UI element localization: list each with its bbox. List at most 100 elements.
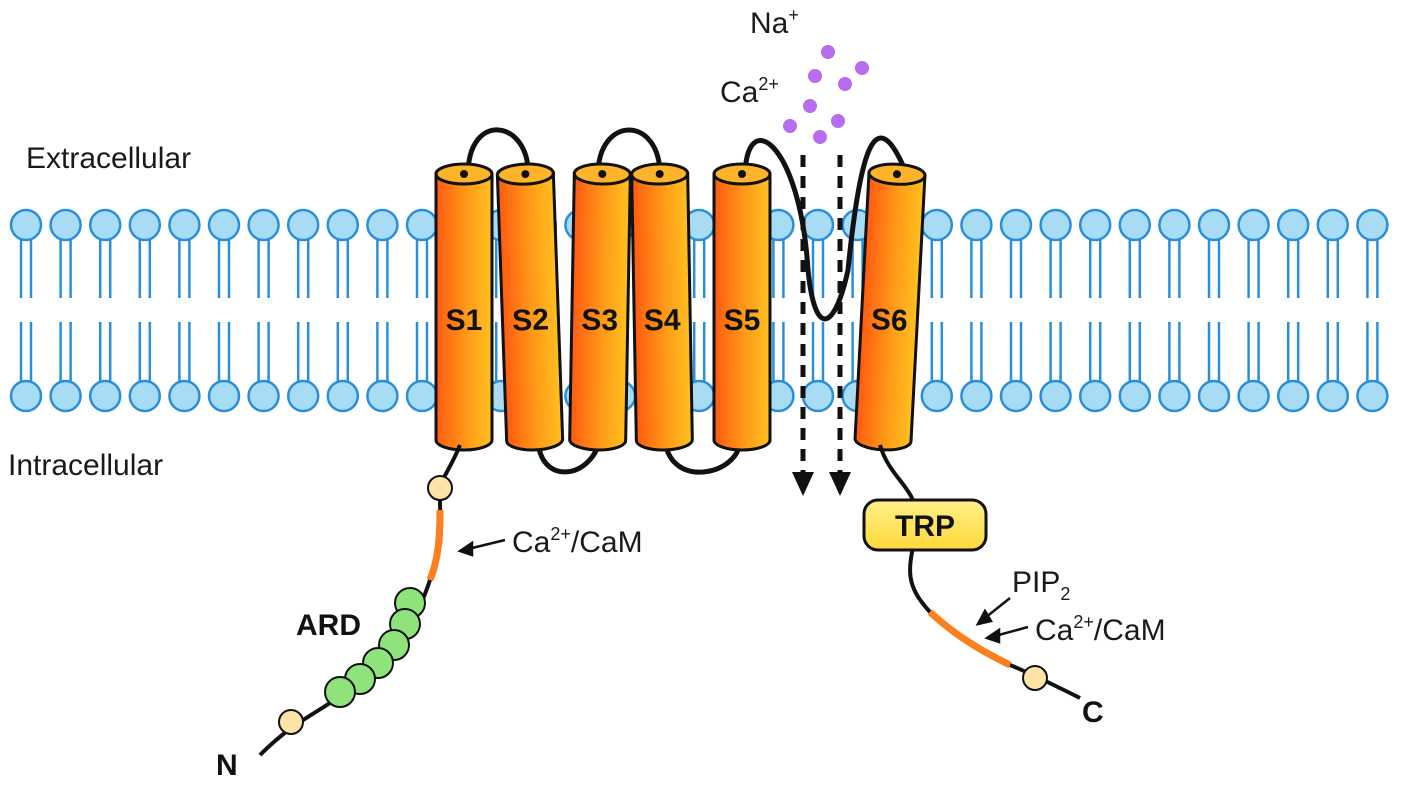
cam-binding-segment-c [927,609,1012,669]
lipid-head [1118,379,1152,413]
lipid-head [999,379,1033,413]
helix-s1: S1 [434,162,494,452]
end-bead [427,475,453,501]
lipid-head [1237,208,1270,242]
lipid-head [247,208,280,242]
helix-s6: S6 [853,162,927,452]
lipid-head [1197,379,1231,413]
lipid-head [286,379,320,413]
lipid-head [1316,379,1350,413]
cam-label-n: Ca2+/CaM [512,524,643,559]
pore-loop [742,135,908,322]
ion-dot [831,114,845,128]
extracellular-loops [465,127,908,322]
ion-dot [813,130,827,144]
cam-arrow-c [994,625,1029,638]
ion-dot [808,69,822,83]
ard-bead [324,676,356,708]
lipid-head [801,208,835,242]
n-terminus-label: N [216,749,238,782]
lipid-head [960,208,993,242]
loop-s2-s3 [535,437,603,475]
binding-arrows [457,538,1029,644]
helix-label: S4 [644,304,682,338]
lipid-head [207,208,241,242]
ion-dot [803,99,817,113]
lipid-head [1158,208,1191,242]
helix-label: S2 [512,303,550,337]
n-terminal-tail [258,444,462,757]
pip2-label: PIP2 [1012,566,1070,604]
lipid-head [1356,208,1389,242]
ion-dot [838,77,852,91]
trp-box [862,498,988,552]
sodium-ion-label: Na+ [750,5,799,40]
lipid-head [1158,379,1191,413]
end-bead [1022,665,1048,691]
lipid-head [999,208,1033,242]
lipid-head [88,379,122,413]
lipid-head [1237,379,1270,413]
lipid-head [1039,379,1072,413]
lipid-head [128,379,162,413]
lipid-head [49,208,82,242]
lipid-head [1039,208,1072,242]
lipid-head [405,379,439,413]
trp-box-label: TRP [895,510,955,543]
lipid-head [247,379,280,413]
lipid-head [1356,379,1389,413]
ion-arrow-heads [792,472,851,496]
lipid-head [801,379,835,413]
lipid-head [1197,208,1231,242]
lipid-head [920,379,954,413]
c-terminal-tail [862,444,1081,700]
lipid-head [1118,208,1152,242]
c-terminus-label: C [1082,696,1104,729]
lipid-head [88,208,122,242]
loop-s3-s4 [595,127,663,178]
ion-dot [783,119,797,133]
ion-dot [821,45,835,59]
cam-label-c: Ca2+/CaM [1035,612,1166,647]
calcium-ion-label: Ca2+ [720,74,779,109]
helix-s5: S5 [712,162,772,452]
lipid-head [1276,379,1310,413]
cam-arrow-n [467,538,506,551]
helix-s2: S2 [495,162,565,452]
lipid-head [1276,208,1310,242]
helix-s4: S4 [630,162,694,452]
lipid-head [9,379,43,413]
arrow-head-right-icon [829,472,851,496]
lipid-head [366,379,399,413]
helix-label: S6 [870,303,908,338]
arrow-head-left-icon [792,472,814,496]
lipid-head [326,379,360,413]
lipid-head [366,208,399,242]
ankyrin-repeat-domain [324,587,426,708]
lipid-head [9,208,43,242]
end-bead [278,709,304,735]
lipid-head [920,208,954,242]
lipid-head [1078,208,1112,242]
extracellular-label: Extracellular [26,142,191,175]
ion-dot [855,61,869,75]
intracellular-label: Intracellular [8,449,163,482]
transmembrane-helices: S1 S2 S3 S4 S5 S6 [434,162,927,452]
pip-arrow [984,597,1011,619]
ion-flow-arrows [800,155,843,475]
lipid-head [326,208,360,242]
loop-s1-s2 [465,127,531,178]
lipid-bilayer [9,208,1389,413]
ions [783,45,869,144]
ard-label: ARD [296,609,361,642]
lipid-head [128,208,162,242]
lipid-head [405,208,439,242]
helix-label: S1 [446,304,483,337]
lipid-head [1316,208,1350,242]
helix-label: S5 [724,304,761,337]
helix-s3: S3 [568,162,632,452]
lipid-head [1078,379,1112,413]
lipid-head [286,208,320,242]
lipid-head [168,208,201,242]
